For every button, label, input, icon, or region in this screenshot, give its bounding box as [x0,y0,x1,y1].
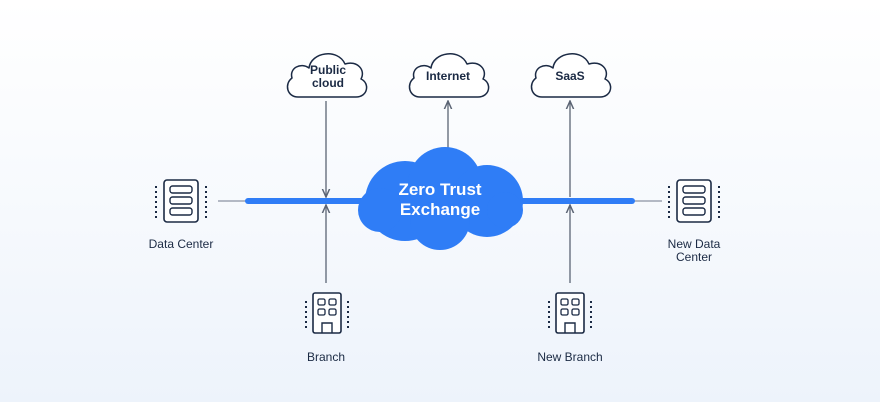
data-center-label-line1: Data Center [148,237,214,251]
new-data-center-label: New Data Center [644,238,744,264]
branch-label: Branch [276,351,376,364]
new-branch-label: New Branch [520,351,620,364]
zero-trust-exchange-label: Zero Trust Exchange [360,180,520,220]
internet-cloud-label: Internet [416,70,480,83]
branch-building-icon [305,292,349,334]
branch-label-line1: Branch [306,350,346,364]
public-cloud-icon [286,53,368,98]
public-cloud-label-line2: cloud [312,76,344,90]
public-cloud-label-line1: Public [309,63,346,77]
saas-cloud-icon [530,53,612,98]
hub-label-line2: Exchange [399,200,481,219]
hub-label-line1: Zero Trust [398,180,482,199]
new-data-center-label-line1: New Data [667,237,721,251]
data-center-label: Data Center [131,238,231,251]
internet-cloud-label-line1: Internet [425,69,470,83]
public-cloud-label: Public cloud [296,64,360,90]
new-data-center-server-icon [668,179,720,223]
zero-trust-exchange-cloud [358,147,523,250]
new-data-center-label-line2: Center [675,250,713,264]
new-branch-building-icon [548,292,592,334]
new-branch-label-line1: New Branch [537,350,603,364]
saas-cloud-label-line1: SaaS [555,69,585,83]
internet-cloud-icon [408,53,490,98]
data-center-server-icon [155,179,207,223]
saas-cloud-label: SaaS [538,70,602,83]
